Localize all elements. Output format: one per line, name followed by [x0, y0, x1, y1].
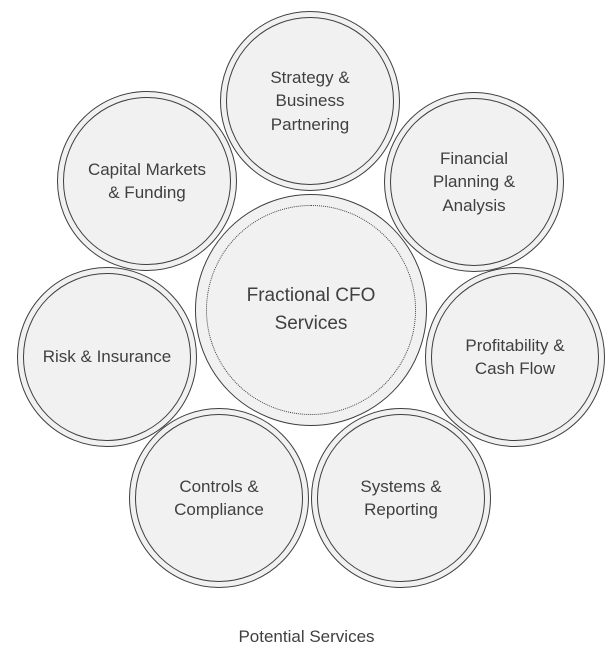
node-label-line: Reporting	[364, 500, 438, 519]
node-strategy-inner-ring: Strategy & Business Partnering	[226, 17, 394, 185]
node-controls-inner-ring: Controls & Compliance	[135, 414, 303, 582]
node-financial-planning-analysis: Financial Planning & Analysis	[384, 92, 564, 272]
node-risk-inner-ring: Risk & Insurance	[23, 273, 191, 441]
node-label-line: Strategy &	[270, 67, 350, 87]
node-systems-inner-ring: Systems & Reporting	[317, 414, 485, 582]
hub-label-line: Fractional CFO	[246, 284, 376, 306]
node-label-line: Partnering	[270, 114, 350, 134]
node-profitability-cash-flow: Profitability & Cash Flow	[425, 267, 605, 447]
node-label-line: Controls &	[179, 476, 259, 496]
node-label-line: Analysis	[442, 195, 506, 215]
node-label-line: Business	[275, 91, 345, 111]
node-capital-markets-funding: Capital Markets & Funding	[57, 91, 237, 271]
node-financial-inner-ring: Financial Planning & Analysis	[390, 98, 558, 266]
diagram-caption: Potential Services	[238, 627, 375, 646]
node-label-line: Compliance	[174, 500, 264, 519]
node-label-line: Risk & Insurance	[42, 347, 172, 367]
node-label-line: Systems &	[360, 476, 442, 496]
node-label-line: Planning &	[432, 172, 516, 192]
node-label-line: Financial	[439, 148, 509, 168]
node-strategy-business-partnering: Strategy & Business Partnering	[220, 11, 400, 191]
node-systems-reporting: Systems & Reporting	[311, 408, 491, 588]
node-label-line: Profitability &	[465, 335, 565, 355]
node-capital-inner-ring: Capital Markets & Funding	[63, 97, 231, 265]
node-profitability-inner-ring: Profitability & Cash Flow	[431, 273, 599, 441]
node-controls-compliance: Controls & Compliance	[129, 408, 309, 588]
node-risk-insurance: Risk & Insurance	[17, 267, 197, 447]
hub-label-line: Services	[274, 313, 348, 334]
node-fractional-cfo-services-hub: Fractional CFO Services	[195, 194, 427, 426]
node-label-line: Capital Markets	[87, 159, 207, 179]
node-label-line: & Funding	[108, 183, 186, 202]
hub-dotted-ring: Fractional CFO Services	[206, 205, 416, 415]
node-label-line: Cash Flow	[474, 359, 556, 378]
